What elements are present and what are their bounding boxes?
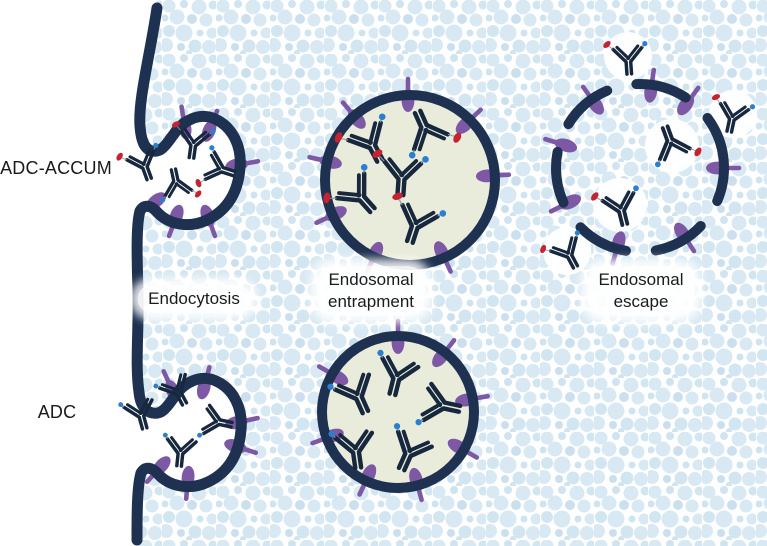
cell-membrane-pits (131, 2, 259, 546)
endosome-entrapment-top (308, 79, 509, 275)
stage-label-endosomal-escape: Endosomal escape (587, 266, 695, 316)
ruptured-membrane (551, 79, 729, 257)
stage-label-endosomal-entrapment: Endosomal entrapment (317, 266, 425, 316)
cell-membrane (131, 2, 247, 546)
endosome-lumen (325, 95, 495, 265)
escape-vesicle (543, 69, 739, 265)
row-label-adc: ADC (37, 402, 77, 422)
endosome-membrane (320, 90, 500, 270)
endosome-membrane (317, 331, 479, 493)
stage-label-endocytosis: Endocytosis (137, 285, 251, 313)
row-label-adc-accum: ADC-ACCUM (0, 158, 112, 178)
